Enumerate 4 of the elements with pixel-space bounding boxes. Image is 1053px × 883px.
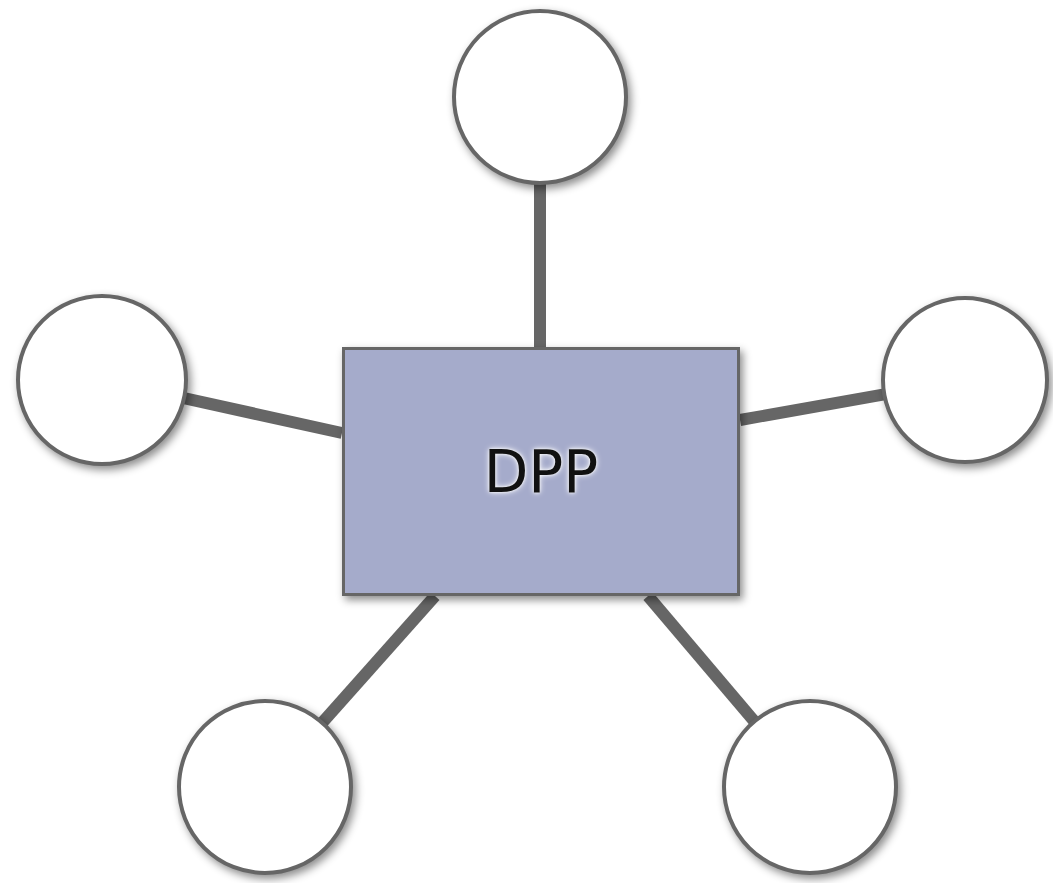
connector-line (534, 183, 546, 347)
box-label: DPP (483, 437, 599, 506)
connector-line (182, 392, 344, 439)
process-box (342, 347, 740, 596)
